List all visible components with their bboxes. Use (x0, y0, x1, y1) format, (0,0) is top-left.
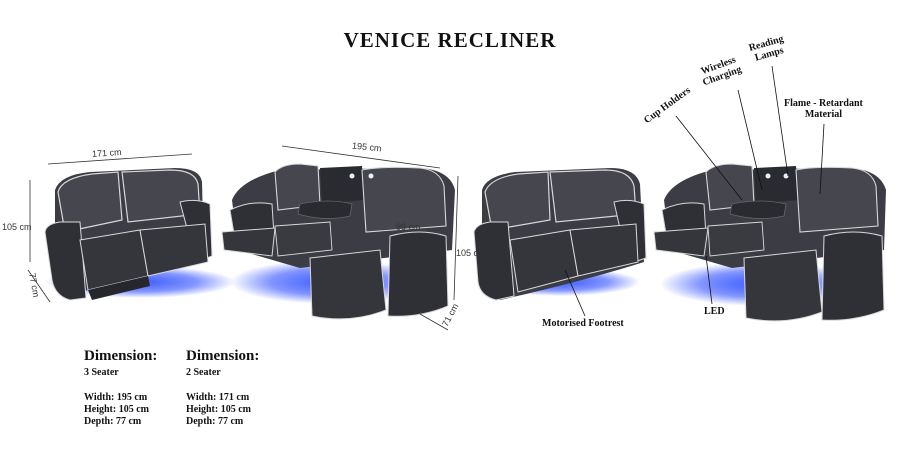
footrest-pointer (564, 269, 586, 317)
wireless-charging-pointer (737, 89, 763, 191)
width-line-three-seater (281, 145, 441, 169)
three-seater-feature-view (653, 163, 886, 322)
two-seater-feature-view (473, 168, 647, 301)
depth-line-three-seater (419, 313, 449, 331)
spec-two-seater: Dimension: 2 Seater Width: 171 cm Height… (186, 348, 259, 428)
spec-heading: Dimension: (84, 348, 158, 364)
spec-heading: Dimension: (186, 348, 260, 364)
motorised-footrest-callout: Motorised Footrest (542, 318, 624, 329)
depth-line-two-seater (27, 269, 51, 303)
spec-depth: Depth: 77 cm (84, 416, 142, 427)
flame-retardant-line-1: Flame - Retardant (784, 98, 863, 109)
flame-retardant-callout: Flame - Retardant Material (784, 98, 863, 120)
led-callout: LED (704, 306, 725, 317)
three-seater-inner-label: 99 cm (396, 222, 421, 232)
led-pointer (705, 255, 713, 305)
height-line-three-seater (453, 175, 459, 301)
cup-holders-pointer (675, 115, 743, 201)
flame-retardant-line-2: Material (804, 109, 843, 120)
three-seater-height-label: 105 cm (456, 248, 486, 258)
spec-height: Height: 105 cm (186, 404, 251, 415)
spec-three-seater: Dimension: 3 Seater Width: 195 cm Height… (84, 348, 157, 428)
two-seater-sofa (44, 168, 235, 301)
spec-height: Height: 105 cm (84, 404, 149, 415)
flame-retardant-pointer (819, 123, 825, 195)
three-seater-sofa-reclined (221, 163, 455, 320)
spec-width: Width: 195 cm (84, 392, 148, 403)
spec-subtitle: 2 Seater (186, 367, 221, 378)
width-line-two-seater (47, 153, 193, 165)
spec-depth: Depth: 77 cm (186, 416, 244, 427)
spec-subtitle: 3 Seater (84, 367, 119, 378)
reading-lamps-pointer (771, 65, 789, 177)
page-title: VENICE RECLINER (343, 28, 557, 52)
two-seater-height-label: 105 cm (2, 222, 32, 232)
spec-width: Width: 171 cm (186, 392, 250, 403)
two-seater-width-label: 171 cm (91, 146, 122, 160)
